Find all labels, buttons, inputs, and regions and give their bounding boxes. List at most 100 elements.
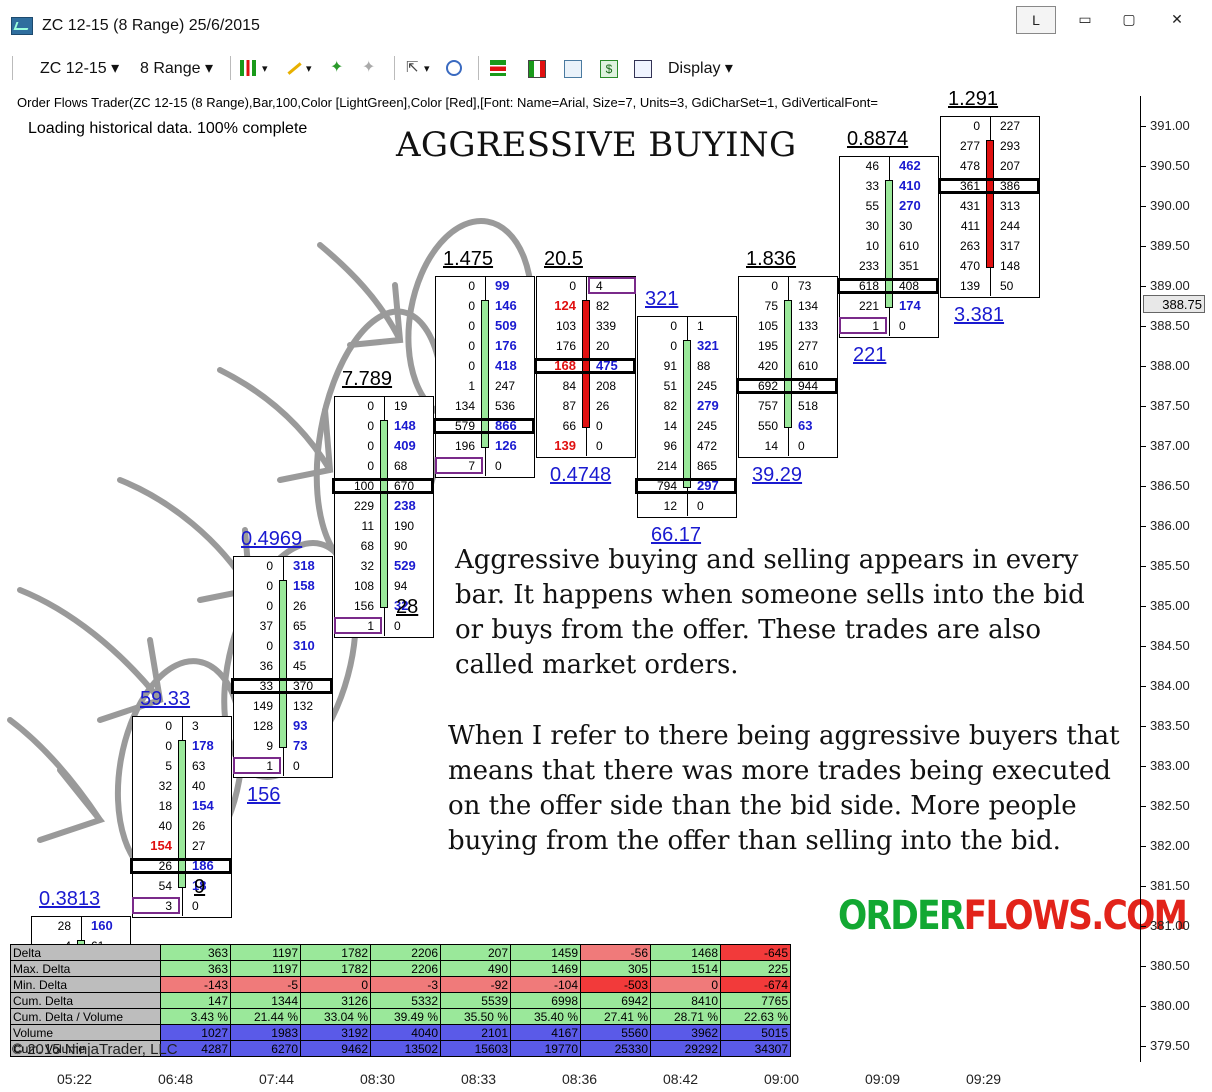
bid-volume: 277	[959, 139, 980, 153]
ask-volume: 154	[192, 798, 214, 813]
ask-volume: 472	[697, 439, 718, 453]
restore-icon[interactable]: ▢	[1122, 11, 1136, 27]
ask-volume: 339	[596, 319, 617, 333]
bid-volume: 692	[757, 379, 778, 393]
imbalance-box	[588, 277, 636, 294]
cursor-icon[interactable]: ⇱	[406, 59, 419, 76]
zoom-icon[interactable]	[446, 60, 462, 76]
ask-volume: 462	[899, 158, 921, 173]
price-tick-label: 385.50	[1150, 558, 1190, 573]
bid-volume: 1	[872, 319, 879, 333]
indicators-icon[interactable]	[490, 60, 506, 76]
ask-volume: 208	[596, 379, 617, 393]
stats-cell: 305	[580, 960, 651, 977]
stats-cell: 3126	[300, 992, 371, 1009]
ask-volume: 865	[697, 459, 718, 473]
bar-top-label: 1.291	[948, 88, 999, 110]
stats-row-label: Volume	[10, 1024, 161, 1041]
price-tick	[1140, 206, 1146, 207]
stats-cell: 4167	[510, 1024, 581, 1041]
price-tick	[1140, 646, 1146, 647]
bid-volume: 229	[353, 499, 374, 513]
price-tick-label: 387.50	[1150, 398, 1190, 413]
stats-cell: 27.41 %	[580, 1008, 651, 1025]
price-tick	[1140, 766, 1146, 767]
bid-volume: 154	[150, 838, 172, 853]
ask-volume: 351	[899, 259, 920, 273]
logo-flows: FLOWS.COM	[963, 893, 1188, 939]
stats-cell: 2206	[370, 944, 441, 961]
instrument-selector[interactable]: ZC 12-15 ▾	[40, 60, 120, 77]
bid-volume: 411	[960, 219, 980, 233]
ask-volume: 418	[495, 358, 517, 373]
pin-icon[interactable]: ✦	[330, 59, 344, 76]
bid-volume: 46	[865, 159, 879, 173]
bid-volume: 0	[468, 359, 475, 373]
poc-box	[433, 418, 535, 434]
bid-volume: 108	[353, 579, 374, 593]
time-label: 09:29	[966, 1071, 1002, 1087]
minimize-icon[interactable]: ▭	[1078, 11, 1092, 27]
cursor-arrow-icon[interactable]: ▾	[424, 63, 430, 75]
bid-volume: 420	[757, 359, 778, 373]
bar-bottom-label: 221	[853, 344, 887, 366]
scribble-stroke	[117, 477, 254, 603]
toolbar-separator	[478, 56, 479, 80]
ask-volume: 509	[495, 318, 517, 333]
stats-cell: 21.44 %	[230, 1008, 301, 1025]
time-label: 08:30	[360, 1071, 396, 1087]
bar-top-label: 0.8874	[847, 128, 909, 150]
bid-volume: 32	[158, 779, 172, 793]
explanation-paragraph-2: When I refer to there being aggressive b…	[448, 721, 1120, 856]
ask-volume: 99	[495, 278, 510, 293]
candle-body	[986, 140, 994, 268]
stats-cell: -92	[440, 976, 511, 993]
price-tick-label: 380.00	[1150, 998, 1190, 1013]
bid-volume: 11	[361, 519, 374, 533]
link-l-button[interactable]: L	[1016, 6, 1056, 34]
poc-box	[635, 478, 737, 494]
time-label: 07:44	[259, 1071, 295, 1087]
strategies-icon[interactable]	[528, 60, 546, 78]
stats-cell: 19770	[510, 1040, 581, 1057]
price-tick-label: 386.50	[1150, 478, 1190, 493]
stats-cell: 4287	[160, 1040, 231, 1057]
stats-cell: 1459	[510, 944, 581, 961]
bid-volume: 361	[959, 179, 980, 193]
time-label: 08:36	[562, 1071, 598, 1087]
bid-volume: 0	[266, 559, 273, 573]
display-menu[interactable]: Display ▾	[668, 60, 733, 77]
stats-cell: 1468	[650, 944, 721, 961]
dollar-icon[interactable]: $	[600, 60, 618, 78]
drawing-arrow-icon[interactable]: ▾	[306, 63, 312, 75]
ask-volume: 318	[293, 558, 315, 573]
ask-volume: 277	[798, 339, 819, 353]
poc-box	[837, 278, 939, 294]
bar-top-label: 20.5	[544, 248, 583, 270]
price-tick	[1140, 686, 1146, 687]
bid-volume: 0	[670, 319, 677, 333]
ask-volume: 317	[1000, 239, 1021, 253]
price-tick-label: 388.00	[1150, 358, 1190, 373]
bid-volume: 68	[360, 539, 374, 553]
stats-cell: 5560	[580, 1024, 651, 1041]
close-icon[interactable]: ✕	[1171, 11, 1183, 27]
price-tick-label: 383.50	[1150, 718, 1190, 733]
bid-volume: 33	[259, 679, 273, 693]
stats-cell: 1027	[160, 1024, 231, 1041]
bar-bottom-label: 28	[396, 596, 419, 618]
price-tick	[1140, 1046, 1146, 1047]
orderflows-logo: ORDERFLOWS.COM	[838, 893, 1188, 939]
price-tick-label: 390.00	[1150, 198, 1190, 213]
bar-type-arrow-icon[interactable]: ▾	[262, 63, 268, 75]
period-selector[interactable]: 8 Range ▾	[140, 60, 213, 77]
ask-volume: 866	[495, 418, 517, 433]
ask-volume: 27	[192, 839, 206, 853]
bar-type-icon[interactable]	[240, 60, 256, 76]
ask-volume: 148	[394, 418, 416, 433]
ask-volume: 297	[697, 478, 719, 493]
time-label: 08:42	[663, 1071, 699, 1087]
properties-icon[interactable]	[634, 60, 652, 78]
chart-trader-icon[interactable]	[564, 60, 582, 78]
